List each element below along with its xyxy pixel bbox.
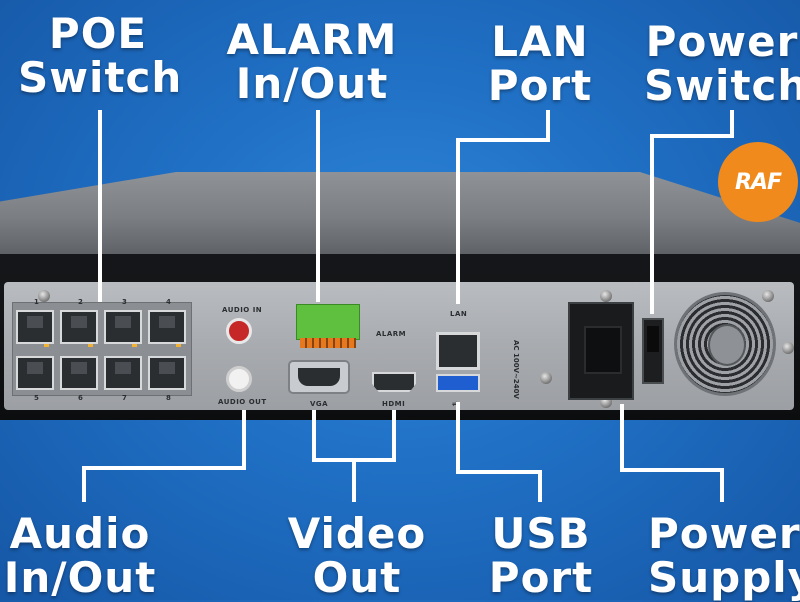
port-number: 5 [34,394,40,402]
alarm-text: ALARM [376,330,407,338]
screw [762,290,774,302]
port-number: 1 [34,298,40,306]
poe-label-line2: Switch [18,53,183,102]
power-switch-leader-line [650,110,734,314]
power-switch-label: Power Switch [644,20,800,108]
usb-label-line1: USB [491,509,591,558]
port-number: 3 [122,298,128,306]
lan-port[interactable] [436,332,480,370]
screw [782,342,794,354]
port-led [44,344,49,347]
audio-label-line1: Audio [9,509,151,558]
poe-port-4[interactable] [148,310,186,344]
logo-text: RAF [735,169,782,195]
alarm-label-line2: In/Out [235,59,389,108]
video-leader-line [312,410,396,502]
lan-port-label: LAN Port [470,20,610,108]
poe-port-2[interactable] [60,310,98,344]
video-label-line2: Out [312,553,402,602]
alarm-terminal-pins [300,338,356,348]
screw [600,290,612,302]
video-label-line1: Video [287,509,427,558]
poe-port-8[interactable] [148,356,186,390]
poe-port-3[interactable] [104,310,142,344]
hdmi-text: HDMI [382,400,406,408]
audio-leader-line [82,410,246,502]
port-number: 4 [166,298,172,306]
poe-switch-label: POE Switch [18,9,183,102]
screw [540,372,552,384]
usb-icon: ⇌ [452,400,459,408]
poe-port-6[interactable] [60,356,98,390]
power-rocker-switch[interactable] [642,318,664,384]
usb-port-label: USB Port [476,512,606,600]
port-number: 6 [78,394,84,402]
lan-label-line1: LAN [491,17,589,66]
port-led [88,344,93,347]
power-switch-label-line2: Switch [644,61,800,110]
audio-in-out-label: Audio In/Out [0,512,160,600]
port-led [176,344,181,347]
poe-port-7[interactable] [104,356,142,390]
screw [38,290,50,302]
audio-out-text: AUDIO OUT [218,398,267,406]
power-switch-label-line1: Power [645,17,799,66]
raf-logo: RAF [718,142,798,222]
poe-port-1[interactable] [16,310,54,344]
poe-port-5[interactable] [16,356,54,390]
poe-label-line1: POE [48,9,148,58]
nvr-top-cover [0,172,800,254]
lan-label-line2: Port [487,61,593,110]
audio-out-jack[interactable] [226,366,252,392]
hdmi-port[interactable] [372,372,416,392]
usb-port[interactable] [436,374,480,392]
lan-text: LAN [450,310,468,318]
usb-label-line2: Port [488,553,594,602]
port-number: 7 [122,394,128,402]
power-supply-label-line1: Power [648,509,800,558]
vga-text: VGA [310,400,329,408]
audio-in-jack[interactable] [226,318,252,344]
audio-in-text: AUDIO IN [222,306,263,314]
audio-label-line2: In/Out [3,553,157,602]
power-supply-label-line2: Supply [648,553,800,602]
video-out-label: Video Out [282,512,432,600]
lan-leader-line [456,110,550,304]
alarm-label-line1: ALARM [226,15,398,64]
power-supply-leader-line [620,404,724,502]
power-inlet[interactable] [568,302,634,400]
port-number: 2 [78,298,84,306]
usb-leader-line [456,402,542,502]
power-supply-label: Power Supply [648,512,800,600]
port-number: 8 [166,394,172,402]
port-led [132,344,137,347]
alarm-in-out-label: ALARM In/Out [222,18,402,106]
vga-port[interactable] [288,360,350,394]
fan-hub [708,324,746,366]
